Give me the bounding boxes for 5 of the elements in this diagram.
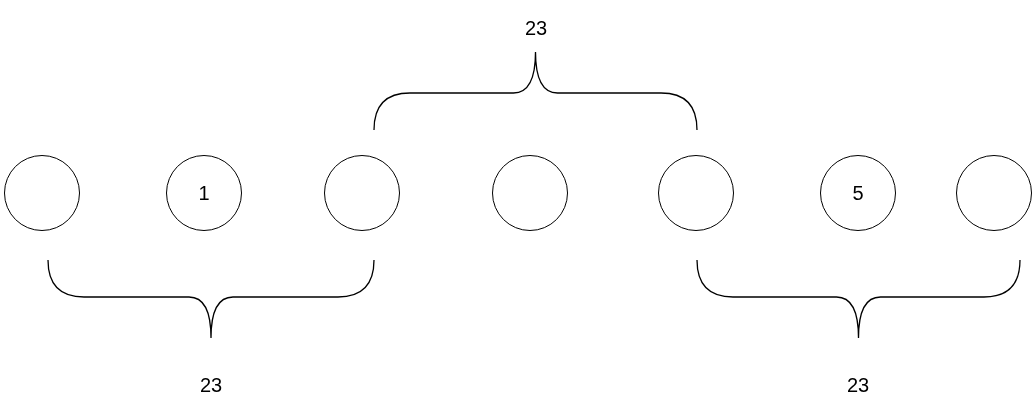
node-label: 5 xyxy=(852,181,864,205)
count-label: 23 xyxy=(846,373,870,397)
count-label: 23 xyxy=(199,373,223,397)
node-label: 1 xyxy=(198,181,210,205)
count-label: 23 xyxy=(524,16,548,40)
